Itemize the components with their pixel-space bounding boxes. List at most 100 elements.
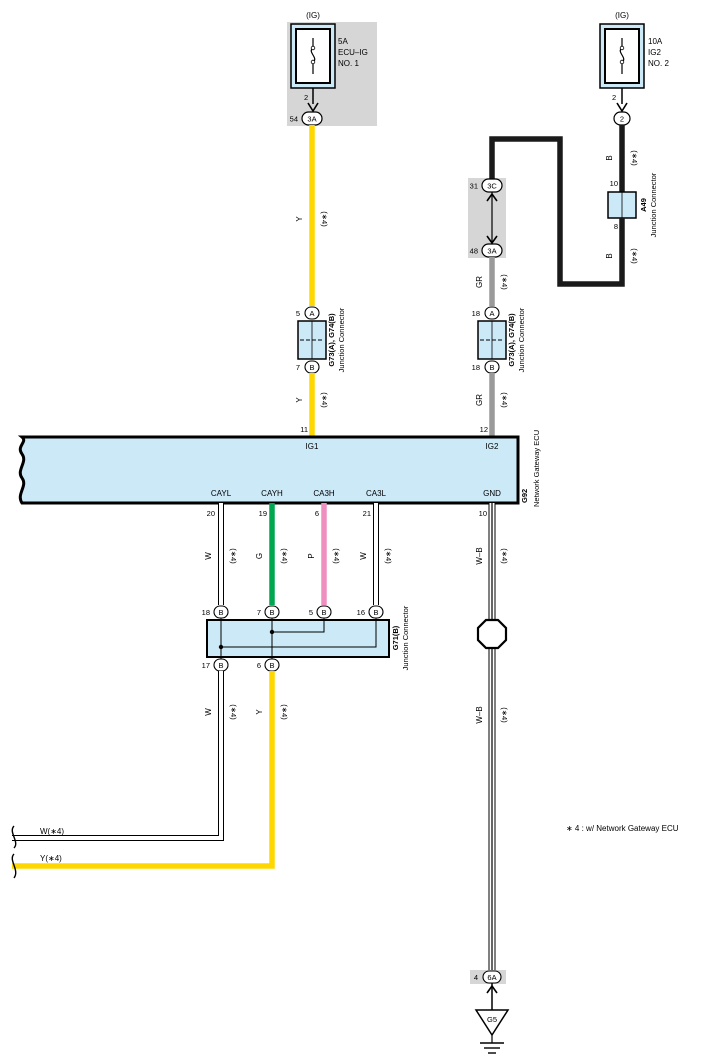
wire-yellow-upper-note: (∗4) xyxy=(320,211,329,227)
g71-name: G71(B) xyxy=(391,625,400,650)
g73-right-desc: Junction Connector xyxy=(517,307,526,372)
svg-text:(∗4): (∗4) xyxy=(229,704,238,720)
fuse2-name-line2: NO. 2 xyxy=(648,59,669,68)
junction-a49: 10 8 A49 Junction Connector xyxy=(607,172,658,237)
svg-text:(∗4): (∗4) xyxy=(384,548,393,564)
g73-left-desc: Junction Connector xyxy=(337,307,346,372)
ecu-cayh-label: CAYH xyxy=(261,489,283,498)
svg-text:18: 18 xyxy=(472,363,480,372)
svg-text:A: A xyxy=(309,309,314,318)
ca3h-pin: 6 xyxy=(315,509,319,518)
svg-text:(∗4): (∗4) xyxy=(320,392,329,408)
svg-text:(∗4): (∗4) xyxy=(280,704,289,720)
g71-desc: Junction Connector xyxy=(401,605,410,670)
svg-text:B: B xyxy=(373,608,378,617)
ecu-ig2-label: IG2 xyxy=(486,442,499,451)
fuse2-pin: 2 xyxy=(612,93,616,102)
ig1-pin: 11 xyxy=(300,425,308,434)
fuse1-supply: (IG) xyxy=(306,11,320,20)
wire-black-loop xyxy=(489,136,625,287)
svg-text:3C: 3C xyxy=(487,182,497,191)
svg-text:B: B xyxy=(218,608,223,617)
svg-text:31: 31 xyxy=(470,182,478,191)
splice-octagon-icon xyxy=(476,618,508,650)
svg-text:48: 48 xyxy=(470,247,478,256)
ca3l-pin: 21 xyxy=(363,509,371,518)
svg-text:3A: 3A xyxy=(487,247,496,256)
svg-text:G: G xyxy=(255,553,264,559)
svg-text:4: 4 xyxy=(474,973,478,982)
break-mark-y-icon xyxy=(11,853,17,879)
ig2-pin: 12 xyxy=(480,425,488,434)
fuse-ig2-no2: (IG) 10A IG2 NO. 2 2 xyxy=(599,11,669,102)
ecu-cayl-label: CAYL xyxy=(211,489,232,498)
cayh-pin: 19 xyxy=(259,509,267,518)
svg-text:P: P xyxy=(307,553,316,558)
fuse1-name-line2: NO. 1 xyxy=(338,59,359,68)
svg-text:3A: 3A xyxy=(307,115,316,124)
fuse1-conn-pin: 54 xyxy=(290,115,298,124)
svg-text:10: 10 xyxy=(610,179,618,188)
svg-text:7: 7 xyxy=(296,363,300,372)
svg-text:18: 18 xyxy=(202,608,210,617)
wire-yellow-upper-color: Y xyxy=(295,216,304,222)
svg-text:(∗4): (∗4) xyxy=(229,548,238,564)
ecu-ca3l-label: CA3L xyxy=(366,489,387,498)
footnote: ∗ 4 : w/ Network Gateway ECU xyxy=(566,824,679,833)
fuse2-supply: (IG) xyxy=(615,11,629,20)
svg-text:2: 2 xyxy=(620,115,624,124)
svg-text:B: B xyxy=(605,155,614,160)
svg-text:B: B xyxy=(321,608,326,617)
arrow-fuse1-icon xyxy=(307,102,319,113)
svg-text:5: 5 xyxy=(296,309,300,318)
a49-desc: Junction Connector xyxy=(649,172,658,237)
svg-text:B: B xyxy=(489,363,494,372)
svg-text:B: B xyxy=(309,363,314,372)
jb-arrow-down-icon xyxy=(486,235,498,245)
svg-text:Y: Y xyxy=(255,709,264,715)
ground-arrow-icon xyxy=(486,984,498,994)
svg-text:(∗4): (∗4) xyxy=(280,548,289,564)
connector-fuse1-3a: 3A 54 xyxy=(290,111,323,126)
svg-text:W–B: W–B xyxy=(475,706,484,723)
ecu-ca3h-label: CA3H xyxy=(313,489,335,498)
svg-text:(∗4): (∗4) xyxy=(500,392,509,408)
svg-text:(∗4): (∗4) xyxy=(332,548,341,564)
svg-text:(∗4): (∗4) xyxy=(500,274,509,290)
svg-text:W: W xyxy=(204,708,213,716)
connector-fuse2: 2 xyxy=(613,111,631,126)
svg-text:6A: 6A xyxy=(487,973,496,982)
fuse1-name-line1: ECU–IG xyxy=(338,48,368,57)
junction-g73-g74-left: A 5 B 7 G73(A), G74(B) Junction Connecto… xyxy=(296,306,346,374)
svg-text:(∗4): (∗4) xyxy=(500,707,509,723)
svg-text:6: 6 xyxy=(257,661,261,670)
svg-text:B: B xyxy=(605,253,614,258)
fuse1-pin: 2 xyxy=(304,93,308,102)
g73-right-name: G73(A), G74(B) xyxy=(507,313,516,367)
svg-text:W–B: W–B xyxy=(475,547,484,564)
svg-text:B: B xyxy=(218,661,223,670)
ecu-network-gateway: IG1 IG2 CAYL CAYH CA3H CA3L GND G92 Netw… xyxy=(17,430,541,507)
svg-text:B: B xyxy=(269,661,274,670)
arrow-fuse2-icon xyxy=(616,102,628,113)
svg-text:Y: Y xyxy=(295,397,304,403)
ground-triangle-icon xyxy=(474,1009,510,1037)
junction-g73-g74-right: A 18 B 18 G73(A), G74(B) Junction Connec… xyxy=(472,306,526,374)
svg-text:B: B xyxy=(269,608,274,617)
jb-arrow-up-icon xyxy=(486,192,498,202)
svg-text:7: 7 xyxy=(257,608,261,617)
wire-y-exit xyxy=(12,671,275,869)
svg-text:GR: GR xyxy=(475,394,484,406)
exit-w-label: W(∗4) xyxy=(40,827,64,836)
fuse-ecu-ig-no1: (IG) 5A ECU–IG NO. 1 2 xyxy=(290,11,368,102)
ecu-ig1-label: IG1 xyxy=(306,442,319,451)
svg-text:(∗4): (∗4) xyxy=(500,548,509,564)
svg-text:16: 16 xyxy=(357,608,365,617)
ecu-gnd-label: GND xyxy=(483,489,501,498)
fuse2-name-line1: IG2 xyxy=(648,48,661,57)
svg-text:W: W xyxy=(204,552,213,560)
gnd-pin: 10 xyxy=(479,509,487,518)
svg-text:GR: GR xyxy=(475,276,484,288)
g73-left-name: G73(A), G74(B) xyxy=(327,313,336,367)
